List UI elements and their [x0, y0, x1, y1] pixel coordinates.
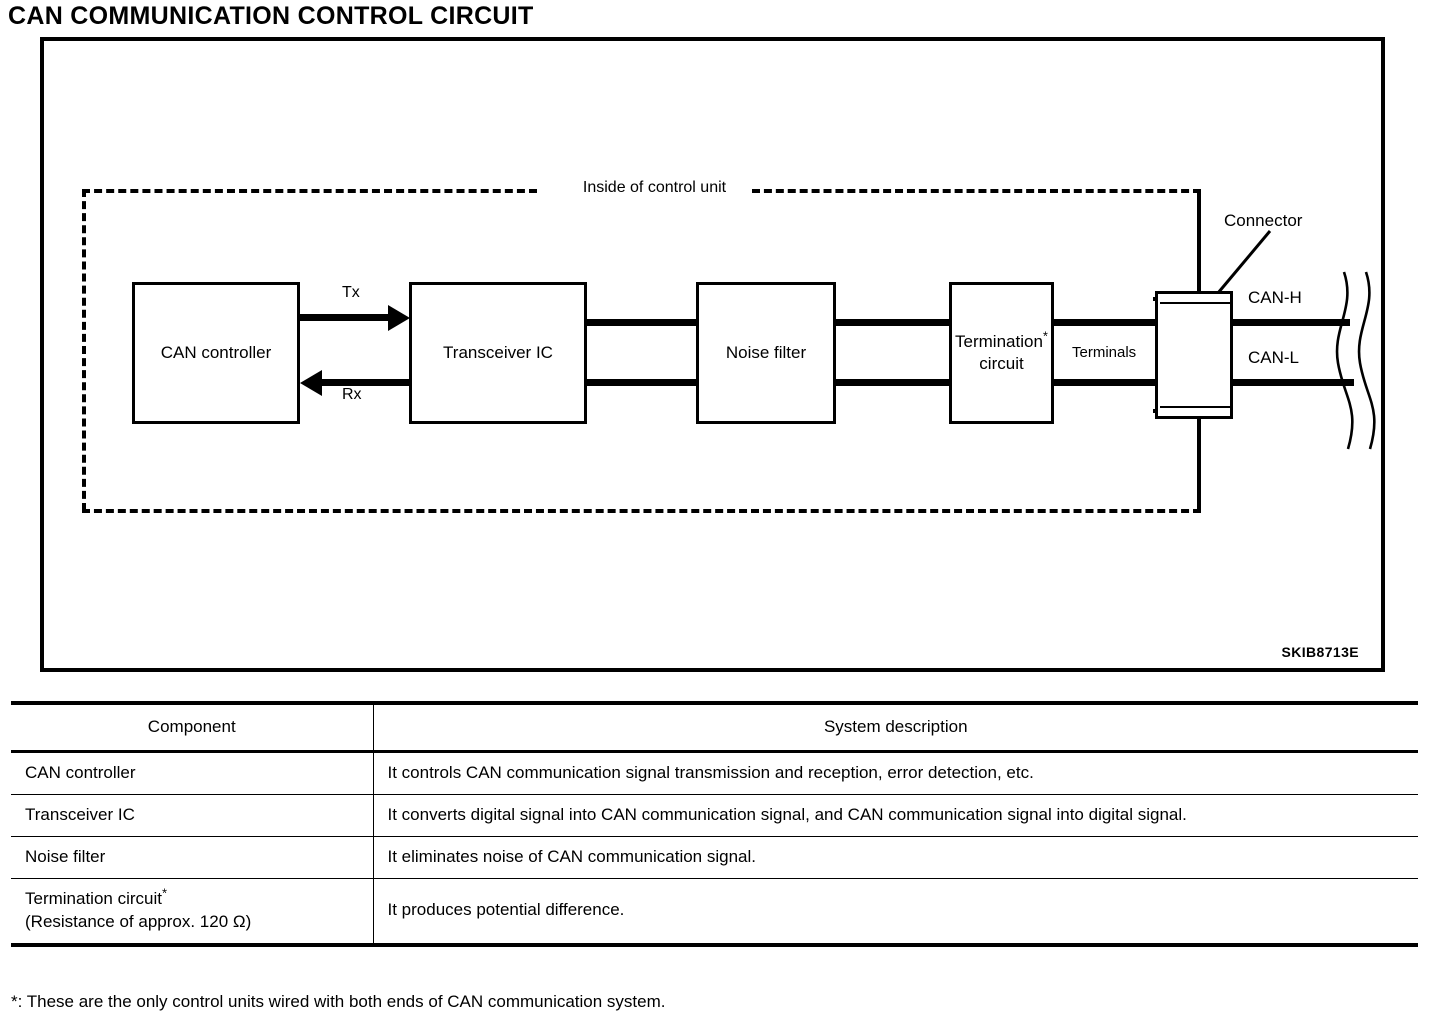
rx-arrow-head: [300, 370, 322, 396]
bus-line-high-termination-to-connector: [1053, 319, 1156, 326]
control-unit-boundary-top-right: [752, 189, 1201, 193]
control-unit-boundary-left: [82, 189, 86, 511]
bus-line-high-filter-to-termination: [835, 319, 950, 326]
bus-line-can-l-out: [1232, 379, 1354, 386]
connector-box: [1155, 291, 1233, 419]
table-row: Transceiver IC It converts digital signa…: [11, 793, 1418, 837]
block-can-controller: CAN controller: [132, 282, 300, 424]
wire-break-squiggle: [1335, 271, 1376, 450]
block-can-controller-label: CAN controller: [160, 343, 272, 363]
table-header-row: Component System description: [11, 700, 1418, 753]
connector-inner-line-top: [1160, 302, 1230, 304]
table-cell-description: It controls CAN communication signal tra…: [372, 750, 1418, 795]
block-termination-circuit-labelgroup: Termination* circuit: [955, 328, 1048, 375]
figure-frame: Inside of control unit Connector CAN con…: [40, 37, 1385, 672]
control-unit-boundary-top-left: [82, 189, 537, 193]
table-footnote: *: These are the only control units wire…: [11, 992, 666, 1011]
control-unit-boundary-right-lower: [1197, 409, 1201, 513]
inside-of-control-unit-label: Inside of control unit: [537, 179, 772, 197]
control-unit-boundary-right-upper: [1197, 189, 1201, 301]
table-cell-component: Noise filter: [11, 835, 373, 879]
page-title: CAN COMMUNICATION CONTROL CIRCUIT: [8, 2, 534, 30]
can-h-label: CAN-H: [1248, 288, 1302, 307]
termination-circuit-footnote-marker: *: [1042, 328, 1048, 344]
bus-line-low-termination-to-connector: [1053, 379, 1156, 386]
rx-signal-line: [322, 379, 410, 386]
bus-line-can-h-out: [1232, 319, 1350, 326]
table-row: Termination circuit* (Resistance of appr…: [11, 877, 1418, 947]
block-noise-filter-label: Noise filter: [725, 343, 807, 363]
table-header-description: System description: [372, 700, 1418, 753]
block-termination-circuit-label-line2: circuit: [979, 354, 1024, 373]
can-l-label: CAN-L: [1248, 348, 1300, 367]
table-cell-component-sub: (Resistance of approx. 120 Ω): [25, 911, 252, 931]
tx-signal-line: [300, 314, 392, 321]
table-cell-description: It eliminates noise of CAN communication…: [372, 835, 1418, 879]
rx-label: Rx: [342, 386, 362, 403]
bus-line-low-transceiver-to-filter: [587, 379, 697, 386]
block-termination-circuit-label-line1: Termination: [955, 331, 1043, 351]
bus-line-low-filter-to-termination: [835, 379, 950, 386]
table-cell-footnote-marker: *: [162, 885, 168, 901]
table-cell-component: CAN controller: [11, 750, 373, 795]
tx-label: Tx: [342, 284, 360, 301]
connector-label: Connector: [1224, 211, 1303, 230]
table-cell-description: It converts digital signal into CAN comm…: [372, 793, 1418, 837]
block-termination-circuit: Termination* circuit: [949, 282, 1054, 424]
block-transceiver-ic-label: Transceiver IC: [443, 343, 553, 363]
table-cell-component-name: Termination circuit: [25, 888, 162, 908]
table-row: Noise filter It eliminates noise of CAN …: [11, 835, 1418, 879]
block-noise-filter: Noise filter: [696, 282, 836, 424]
table-header-component: Component: [11, 700, 373, 753]
bus-line-high-transceiver-to-filter: [587, 319, 697, 326]
block-transceiver-ic: Transceiver IC: [409, 282, 587, 424]
terminals-label: Terminals: [1072, 344, 1137, 361]
tx-arrow-head: [388, 305, 410, 331]
table-cell-description: It produces potential difference.: [372, 877, 1418, 947]
table-cell-component: Transceiver IC: [11, 793, 373, 837]
figure-id-code: SKIB8713E: [1281, 644, 1359, 660]
table-row: CAN controller It controls CAN communica…: [11, 750, 1418, 795]
table-cell-component: Termination circuit* (Resistance of appr…: [11, 877, 373, 947]
component-description-table: Component System description CAN control…: [11, 700, 1418, 947]
connector-inner-line-bottom: [1160, 406, 1230, 408]
control-unit-boundary-bottom: [82, 509, 1201, 513]
connector-leader-line: [1216, 230, 1272, 294]
